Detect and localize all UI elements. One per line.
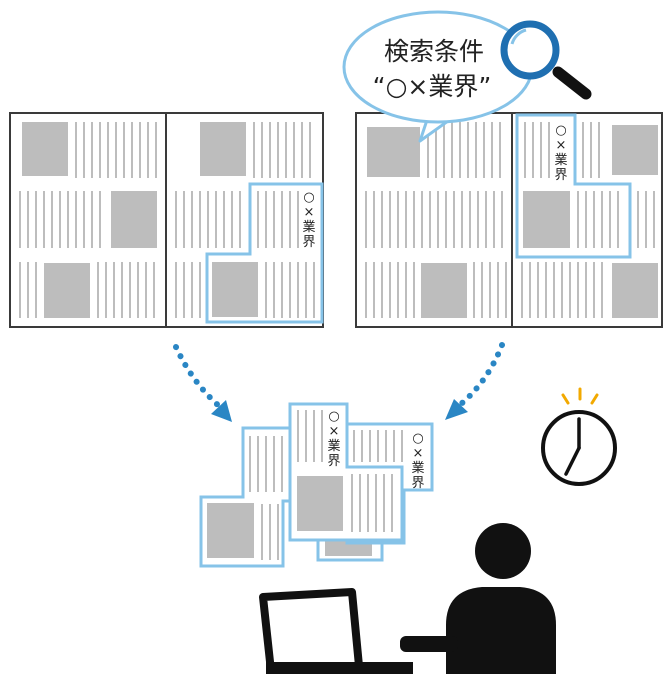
newspaper-left: ○ × 業 界 [9, 112, 324, 328]
label-char: 業 [411, 460, 424, 476]
newspaper-right: ○ × 業 界 [355, 112, 663, 328]
collected-clippings: ○ × 業 界 ○ × 業 界 [199, 402, 434, 568]
photo-block [612, 263, 658, 318]
photo-block [200, 122, 246, 176]
highlighted-article-text-lines [524, 122, 619, 248]
label-char: 界 [411, 476, 424, 491]
label-char: × [413, 446, 424, 461]
search-condition-title: 検索条件 [384, 37, 484, 66]
newspaper-right-text-lines [365, 122, 655, 318]
photo-block [212, 262, 258, 317]
speech-bubble: 検索条件 “○×業界” [342, 10, 534, 143]
photo-block [612, 125, 658, 175]
label-char: × [304, 205, 315, 220]
photo-block [367, 127, 420, 177]
label-char: 界 [554, 168, 567, 183]
clipping [199, 426, 302, 568]
magnifier-icon [500, 20, 592, 100]
dotted-arrow-icon [445, 342, 505, 420]
clock-icon [541, 387, 617, 486]
label-char: 業 [554, 152, 567, 168]
highlighted-article [205, 182, 324, 324]
photo-block [207, 503, 254, 558]
article-label-vertical: ○ × 業 界 [302, 190, 315, 250]
label-char: 界 [302, 235, 315, 250]
newspaper-left-text-lines [19, 122, 311, 318]
article-label-vertical: ○ × 業 界 [411, 431, 424, 491]
photo-block [111, 191, 157, 248]
label-char: × [556, 138, 567, 153]
label-char: ○ [555, 123, 566, 138]
label-char: 界 [327, 454, 340, 469]
photo-block [523, 191, 570, 248]
article-label-vertical: ○ × 業 界 [554, 123, 567, 183]
clipping: ○ × 業 界 [288, 402, 404, 542]
label-char: ○ [303, 190, 314, 205]
label-char: ○ [328, 409, 339, 424]
photo-block [297, 476, 343, 531]
article-label-vertical: ○ × 業 界 [327, 409, 340, 469]
person-at-laptop-icon [259, 523, 556, 674]
dotted-arrow-icon [173, 344, 232, 422]
search-condition-keyword: “○×業界” [373, 72, 492, 101]
label-char: 業 [302, 219, 315, 235]
label-char: × [329, 424, 340, 439]
label-char: 業 [327, 438, 340, 454]
highlighted-article [515, 113, 632, 259]
photo-block [44, 263, 90, 318]
photo-block [421, 263, 467, 318]
label-char: ○ [412, 431, 423, 446]
highlighted-article-text-lines [257, 191, 315, 318]
photo-block [22, 122, 68, 176]
